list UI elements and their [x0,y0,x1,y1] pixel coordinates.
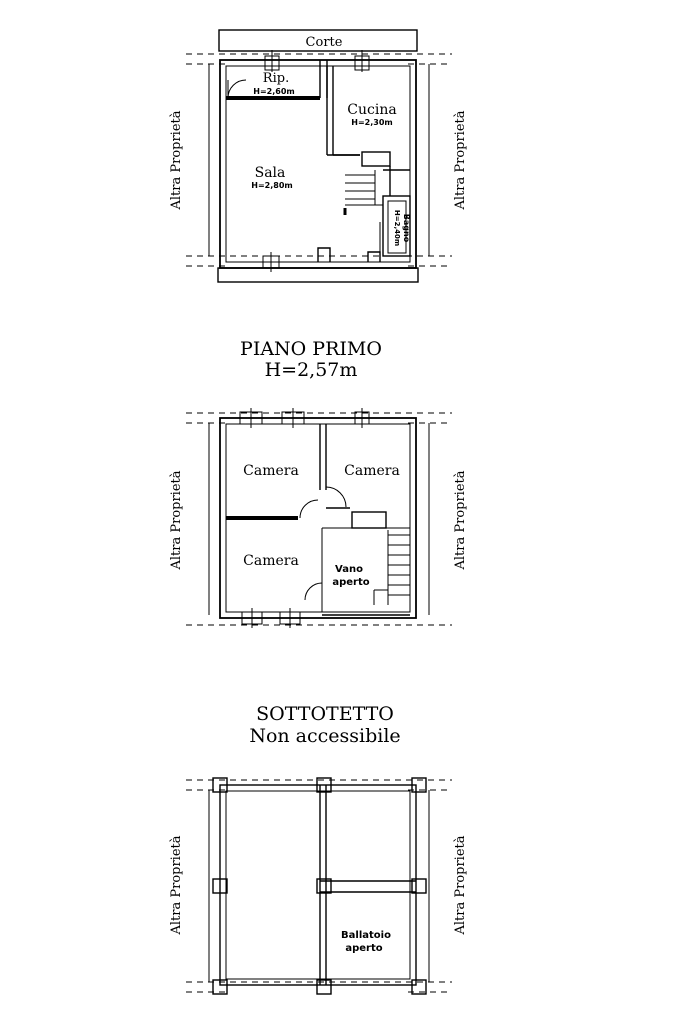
bath-name: Bagno [402,214,411,243]
storage-name: Rip. [263,71,289,86]
attic-plan [186,777,452,995]
living-height: H=2,80m [251,181,292,190]
neighbor-label-left-ground: Altra Proprietà [169,110,184,210]
ground-outer-walls [219,59,417,269]
neighbor-label-left-attic: Altra Proprietà [169,835,184,935]
gallery-label-line2: aperto [345,943,382,954]
ground-floor-plan [186,29,452,283]
bath-walls [382,195,411,257]
kitchen-name: Cucina [347,102,396,118]
neighbor-label-right-first: Altra Proprietà [453,470,468,570]
attic-title: SOTTOTETTO [256,703,394,725]
court-box [218,29,418,52]
bedroom-label-3: Camera [243,553,299,569]
storage-height: H=2,60m [253,87,294,96]
attic-pillars [212,777,427,995]
kitchen-height: H=2,30m [351,118,392,127]
neighbor-label-right-ground: Altra Proprietà [453,110,468,210]
bath-height: H=2,40m [393,210,401,246]
attic-outer-walls [219,784,417,986]
void-label-line2: aperto [332,577,369,588]
bedroom-label-1: Camera [243,463,299,479]
bedroom-label-2: Camera [344,463,400,479]
first-outer-walls [219,417,417,619]
void-label-line1: Vano [335,564,363,575]
property-boundaries-attic [186,779,452,993]
first-floor-height: H=2,57m [265,359,358,381]
ground-windows [245,50,370,272]
first-windows [239,408,370,628]
court-label: Corte [306,35,343,50]
gallery-label-line1: Ballatoio [341,930,391,941]
first-floor-plan [186,408,452,628]
neighbor-label-right-attic: Altra Proprietà [453,835,468,935]
first-stairs [373,530,410,605]
attic-subtitle: Non accessibile [249,725,400,747]
first-floor-title: PIANO PRIMO [240,338,382,360]
ground-stairs [343,170,383,215]
property-boundaries-first [186,412,452,626]
living-name: Sala [255,165,286,181]
neighbor-label-left-first: Altra Proprietà [169,470,184,570]
